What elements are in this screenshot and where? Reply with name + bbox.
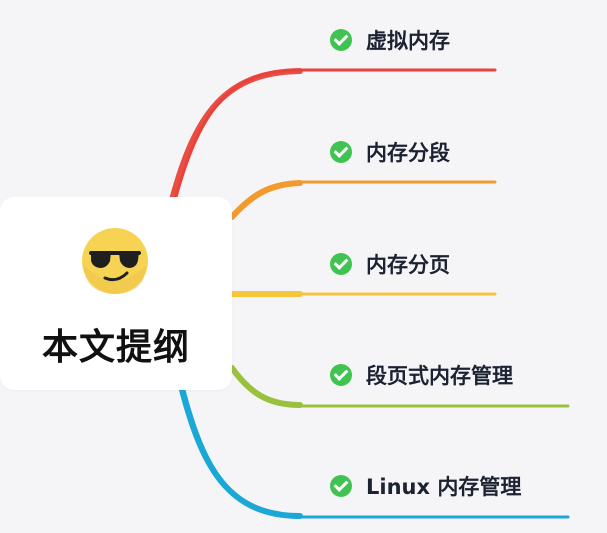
topic-paging[interactable]: 内存分页 <box>330 249 450 279</box>
checkmark-icon <box>330 364 352 386</box>
topic-label: 段页式内存管理 <box>366 364 513 388</box>
checkmark-icon <box>330 141 352 163</box>
branch-root-segmentation <box>229 180 303 220</box>
branch-root-virtual-memory <box>169 68 303 203</box>
branch-line-virtual-memory <box>174 68 497 199</box>
topic-label: 内存分页 <box>366 253 450 277</box>
topic-virtual-memory[interactable]: 虚拟内存 <box>330 25 450 55</box>
checkmark-icon <box>330 475 352 497</box>
topic-segmentation[interactable]: 内存分段 <box>330 137 450 167</box>
branch-root-linux-memory <box>179 387 303 519</box>
sunglasses-emoji-icon <box>82 228 148 294</box>
branch-root-segmented-paging <box>229 365 303 408</box>
checkmark-icon <box>330 253 352 275</box>
central-topic-title: 本文提纲 <box>41 327 190 368</box>
topic-linux-memory[interactable]: Linux 内存管理 <box>330 471 521 501</box>
topic-label: 虚拟内存 <box>366 29 450 53</box>
topic-label: Linux 内存管理 <box>366 475 522 499</box>
topic-segmented-paging[interactable]: 段页式内存管理 <box>330 360 513 390</box>
topic-label: 内存分段 <box>366 141 450 165</box>
checkmark-icon <box>330 29 352 51</box>
